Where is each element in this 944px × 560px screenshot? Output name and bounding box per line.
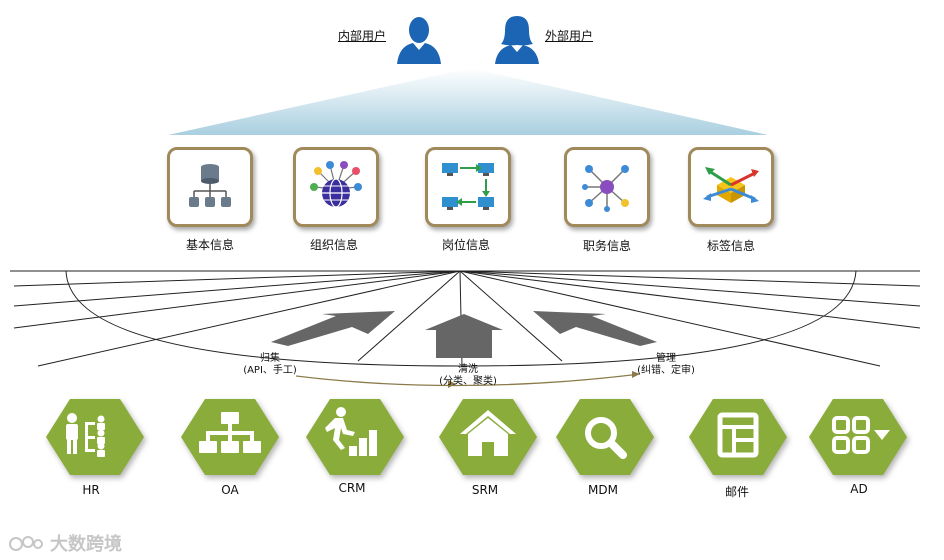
card-label: 岗位信息 <box>441 238 490 252</box>
process-title: 管理 <box>656 353 676 364</box>
process-title: 清洗 <box>458 364 478 375</box>
card-basic-info <box>167 147 253 227</box>
srm-system <box>439 399 537 475</box>
process-detail: (API、手工) <box>243 365 297 376</box>
org-people-icon <box>66 413 105 457</box>
hr-system <box>46 399 144 475</box>
layout-icon <box>717 412 759 458</box>
card-label: 标签信息 <box>706 239 755 253</box>
crm-system <box>306 399 404 475</box>
card-label: 基本信息 <box>185 238 234 252</box>
ad-system <box>809 399 907 475</box>
magnifier-icon <box>585 417 627 459</box>
process-detail: (纠错、定审) <box>637 365 695 376</box>
male-user-icon <box>397 17 441 64</box>
data-funnel <box>10 270 921 388</box>
network-globe-icon <box>310 161 362 208</box>
system-label: MDM <box>588 483 618 497</box>
access-beam <box>168 68 768 135</box>
server-flow-icon <box>442 163 494 210</box>
card-duty-info <box>564 147 650 227</box>
watermark: 大数跨境 <box>8 530 122 556</box>
card-position-info <box>425 147 511 227</box>
grid-dropdown-icon <box>832 416 890 454</box>
mdm-system <box>556 399 654 475</box>
system-label: SRM <box>471 483 499 497</box>
tag-arrows-icon <box>703 167 759 203</box>
process-detail: (分类、聚类) <box>439 376 497 387</box>
watermark-text: 大数跨境 <box>50 534 122 555</box>
internal-user-label: 内部用户 <box>338 29 387 43</box>
mail-system <box>689 399 787 475</box>
oa-system <box>181 399 279 475</box>
card-org-info <box>293 147 379 227</box>
card-label: 组织信息 <box>309 238 358 252</box>
system-label: OA <box>221 483 239 497</box>
process-clean: 清洗 (分类、聚类) <box>428 364 508 388</box>
system-label: 邮件 <box>724 485 749 499</box>
process-title: 归集 <box>260 353 280 364</box>
card-tag-info <box>688 147 774 227</box>
card-label: 职务信息 <box>582 239 631 253</box>
flow-arrowhead <box>448 380 456 388</box>
system-label: HR <box>82 483 100 497</box>
flow-arrowhead <box>632 371 640 378</box>
flow-line <box>295 373 641 387</box>
system-label: CRM <box>338 481 366 495</box>
climbing-stairs-icon <box>325 407 377 456</box>
gray-arrows <box>271 311 657 358</box>
node-network-icon <box>582 165 629 212</box>
process-manage: 管理 (纠错、定审) <box>626 353 706 377</box>
org-chart-icon <box>199 412 261 453</box>
female-user-icon <box>495 16 539 64</box>
external-user-label: 外部用户 <box>545 29 594 43</box>
system-label: AD <box>850 482 868 496</box>
logo-icon <box>9 536 43 551</box>
process-collect: 归集 (API、手工) <box>230 353 310 377</box>
house-icon <box>460 410 516 456</box>
database-tree-icon <box>189 164 231 207</box>
